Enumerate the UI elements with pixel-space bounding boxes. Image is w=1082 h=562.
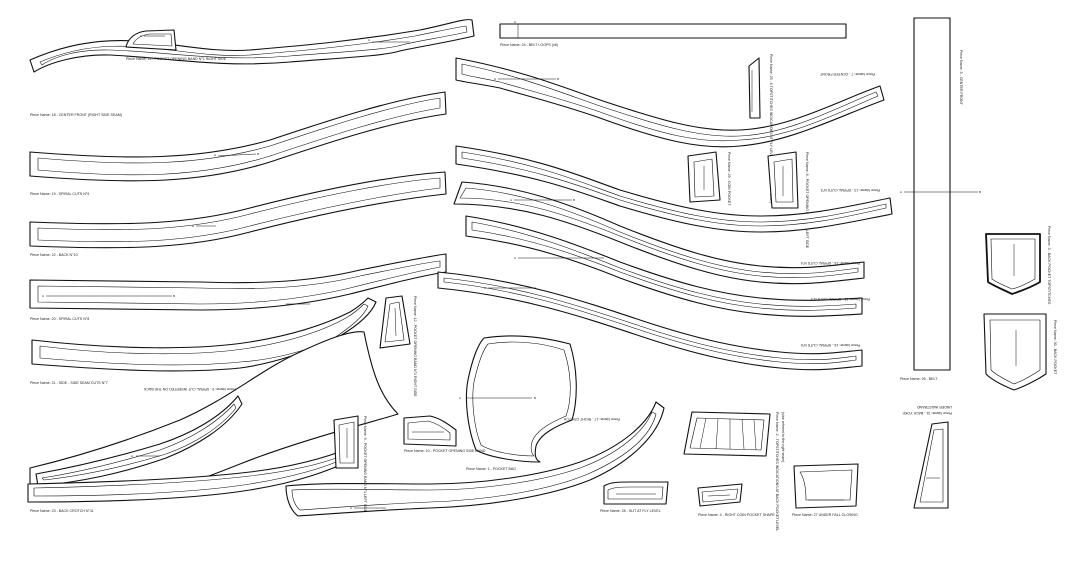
- piece-label-16: Piece Name: 16 - SPIRAL CUTS N°6: [801, 343, 860, 347]
- piece-19-spiral-cuts[interactable]: A B Piece Name: 19 - SPIRAL CUTS N°9: [29, 91, 447, 196]
- grain-tag-start: A: [484, 286, 486, 290]
- grain-tag-end: B: [173, 294, 175, 298]
- grain-tag-start: A: [192, 224, 194, 228]
- piece-31-back-yoke[interactable]: Piece Name: 31 - BACK YOKE UNDER WAISTBA…: [902, 405, 952, 509]
- grain-tag-start: A: [368, 38, 370, 42]
- piece-label-2: Piece Name: 2 - TOPSTITCHES INDICATIONS …: [775, 412, 779, 531]
- piece-label-19: Piece Name: 19 - SPIRAL CUTS N°9: [30, 192, 89, 196]
- piece-center-front[interactable]: A B Piece Name: 7 - CENTER FRONT: [455, 57, 885, 148]
- piece-1-pocket-bag[interactable]: A B Piece Name: 1 - POCKET BAG: [459, 335, 577, 471]
- piece-label-20: Piece Name: 20 - SPIRAL CUTS N°8: [30, 317, 89, 321]
- grain-tag-start: A: [510, 198, 512, 202]
- grain-tag-start: A: [214, 153, 216, 157]
- piece-label-25: Piece Name: 25 - 6 TOPSTITCHES INDICATIO…: [769, 54, 773, 203]
- grain-tag-start: A: [514, 20, 516, 24]
- piece-label-21: Piece Name: 21 - SIDE - SIDE SEAM CUTS N…: [30, 381, 108, 385]
- piece-label-4: Piece Name: 4 - RIGHT COIN POCKET SHAPE: [698, 513, 775, 517]
- piece-label-24: Piece Name: 24 - BELT LOOPS (x6): [500, 43, 558, 47]
- piece-27-under-fall-closing[interactable]: Piece Name: 27 UNDER FALL CLOSING: [792, 463, 859, 517]
- piece-13-spiral-cuts[interactable]: Piece Name: 13 - SPIRAL CUTS N°3: [455, 145, 893, 233]
- piece-11-pocket-opening-band[interactable]: A Piece Name: 11 - POCKET OPENING BAND N…: [125, 29, 227, 61]
- piece-label-18: Piece Name: 18 - CENTER FRONT (RIGHT SID…: [30, 113, 122, 117]
- piece-label-27: Piece Name: 27 UNDER FALL CLOSING: [792, 513, 858, 517]
- piece-24-belt-loops[interactable]: A Piece Name: 24 - BELT LOOPS (x6): [499, 20, 847, 47]
- piece-label-31b: UNDER WAISTBAND: [917, 405, 952, 409]
- piece-label-13: Piece Name: 13 - SPIRAL CUTS N°3: [821, 188, 880, 192]
- piece-15-spiral-cuts[interactable]: A Piece Name: 15 - SPIRAL CUTS N°5: [465, 215, 870, 317]
- piece-label-17: Piece Name: 17 - RIGHT CROTCH: [563, 417, 620, 421]
- grain-tag-start: A: [514, 256, 516, 260]
- piece-29-coin-pocket[interactable]: Piece Name: 29 - COIN POCKET: [687, 151, 731, 206]
- piece-28-slit-at-fly-level[interactable]: Piece Name: 28 - SLIT AT FLY LEVEL: [600, 481, 669, 513]
- piece-label-29: Piece Name: 29 - COIN POCKET: [727, 152, 731, 206]
- piece-20-spiral-cuts[interactable]: A B Piece Name: 20 - SPIRAL CUTS N°8: [29, 253, 447, 321]
- piece-label-10: Piece Name: 10 - POCKET OPENING SIDE BAN…: [404, 449, 486, 453]
- piece-label-11: Piece Name: 11 - POCKET OPENING BAND N°1…: [126, 57, 227, 61]
- piece-22-back[interactable]: A Piece Name: 22 - BACK N°10: [29, 171, 447, 257]
- piece-2-topstitch-indications[interactable]: Piece Name: 2 - TOPSTITCHES INDICATIONS …: [683, 411, 785, 531]
- piece-label-9b: Piece Name: 9 - POCKET OPENING BAND N°1 …: [363, 416, 367, 513]
- piece-17-right-crotch[interactable]: A Piece Name: 17 - RIGHT CROTCH: [285, 401, 665, 517]
- piece-21-side-seam-cuts[interactable]: Piece Name: 21 - SIDE - SIDE SEAM CUTS N…: [30, 297, 377, 385]
- piece-label-22: Piece Name: 22 - BACK N°10: [30, 253, 78, 257]
- piece-8-pocket-opening-band[interactable]: Piece Name: 8 - POCKET OPENING BAND N°2 …: [767, 151, 809, 249]
- piece-14-spiral-cuts[interactable]: A B Piece Name: 14 - SPIRAL CUTS N°4: [453, 181, 865, 285]
- grain-tag-start: A: [131, 454, 133, 458]
- piece-label-belt-front: Piece Name: 5 - CENTER FRONT: [959, 50, 963, 106]
- piece-label-center-front: Piece Name: 7 - CENTER FRONT: [819, 72, 875, 76]
- piece-label-31: Piece Name: 31 - BACK YOKE: [902, 411, 952, 415]
- piece-label-28: Piece Name: 28 - SLIT AT FLY LEVEL: [600, 509, 661, 513]
- grain-tag-end: B: [557, 77, 559, 81]
- piece-9-pocket-opening-band-left[interactable]: Piece Name: 9 - POCKET OPENING BAND N°1 …: [333, 415, 367, 513]
- grain-tag-end: B: [257, 152, 259, 156]
- piece-18-center-front[interactable]: A Piece Name: 18 - CENTER FRONT (RIGHT S…: [29, 19, 475, 117]
- piece-label-9: Piece Name: 9 - SPIRAL CUT INSERTED ON T…: [143, 387, 236, 391]
- piece-4-right-coin-pocket-shape[interactable]: Piece Name: 4 - RIGHT COIN POCKET SHAPE …: [697, 483, 775, 517]
- piece-23-back-crotch-upper[interactable]: A: [35, 395, 243, 487]
- grain-tag-start: A: [42, 294, 44, 298]
- piece-label-2b: (side referred to the right seam): [781, 412, 785, 462]
- piece-label-3: Piece Name: 3 - BACK POCKET TOPSTITCHES: [1047, 226, 1051, 305]
- grain-tag-end: B: [979, 190, 981, 194]
- piece-26-belt[interactable]: A B Piece Name: 5 - CENTER FRONT Piece N…: [900, 17, 981, 381]
- piece-label-26: Piece Name: 26 - BELT: [900, 377, 938, 381]
- piece-25-topstitch-indications[interactable]: Piece Name: 25 - 6 TOPSTITCHES INDICATIO…: [748, 54, 773, 203]
- piece-label-1: Piece Name: 1 - POCKET BAG: [466, 467, 516, 471]
- grain-tag-start: A: [900, 190, 902, 194]
- grain-tag-start: A: [459, 396, 461, 400]
- piece-label-23: Piece Name: 23 - BACK CROTCH N°11: [30, 509, 94, 513]
- piece-12-pocket-opening-band[interactable]: Piece Name: 12 - POCKET OPENING BAND N°1…: [379, 295, 417, 397]
- grain-tag-start: A: [350, 506, 352, 510]
- piece-label-8: Piece Name: 8 - POCKET OPENING BAND N°2 …: [805, 152, 809, 249]
- piece-16-spiral-cuts[interactable]: A Piece Name: 16 - SPIRAL CUTS N°6: [437, 271, 863, 371]
- piece-label-12: Piece Name: 12 - POCKET OPENING BAND N°1…: [413, 296, 417, 397]
- piece-label-14: Piece Name: 14 - SPIRAL CUTS N°4: [801, 261, 860, 265]
- grain-tag-end: B: [573, 198, 575, 202]
- grain-tag-end: B: [534, 396, 536, 400]
- piece-10-pocket-opening-side-band[interactable]: Piece Name: 10 - POCKET OPENING SIDE BAN…: [403, 415, 486, 453]
- grain-tag-start: A: [494, 77, 496, 81]
- piece-3-back-pocket-topstitches[interactable]: Piece Name: 3 - BACK POCKET TOPSTITCHES: [985, 226, 1051, 305]
- grain-tag-start: A: [140, 34, 142, 38]
- piece-label-15: Piece Name: 15 - SPIRAL CUTS N°5: [811, 297, 870, 301]
- piece-label-30: Piece Name: 30 - BACK POCKET: [1053, 320, 1057, 375]
- piece-30-back-pocket[interactable]: Piece Name: 30 - BACK POCKET: [983, 313, 1057, 391]
